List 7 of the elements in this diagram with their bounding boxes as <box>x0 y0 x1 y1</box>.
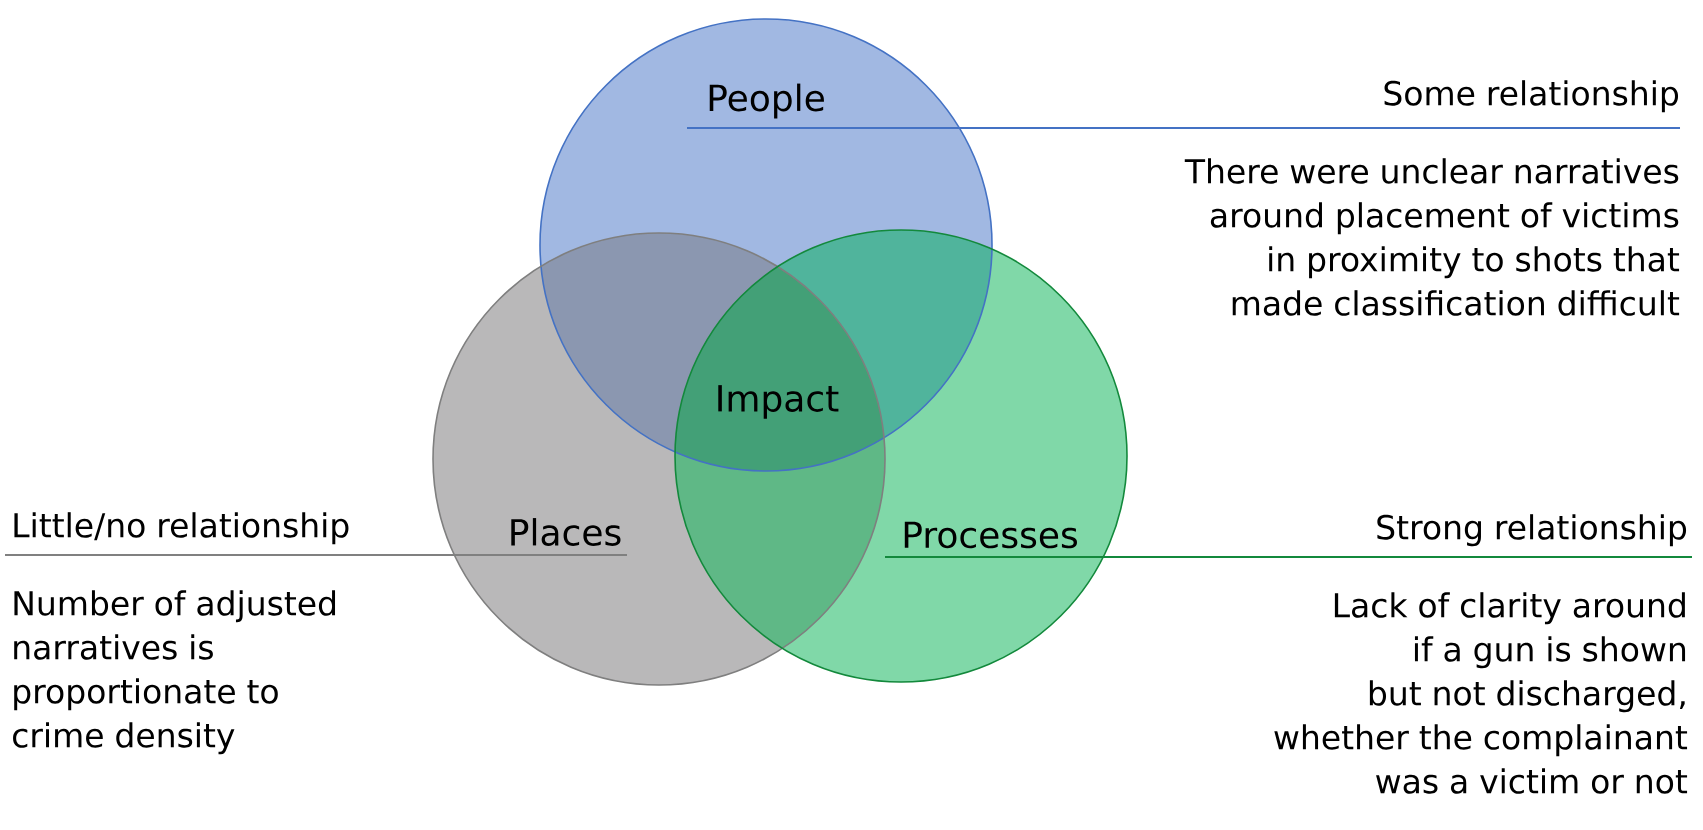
annotation-text: Some relationship There were unclear narratives around placement of victims in proximity to shots that made classification difficult <box>1184 80 1680 316</box>
leader-line <box>884 556 1693 558</box>
leader-line <box>4 554 628 556</box>
annotation-text: Little/no relationship Number of adjusted narratives is proportionate to crime density <box>13 512 349 755</box>
leader-line <box>686 127 1681 129</box>
annotation-text: Strong relationship Lack of clarity around if a gun is shown but not discharged, whether the complainant was a victim or not <box>1274 514 1688 794</box>
region-label: Impact <box>718 385 839 419</box>
